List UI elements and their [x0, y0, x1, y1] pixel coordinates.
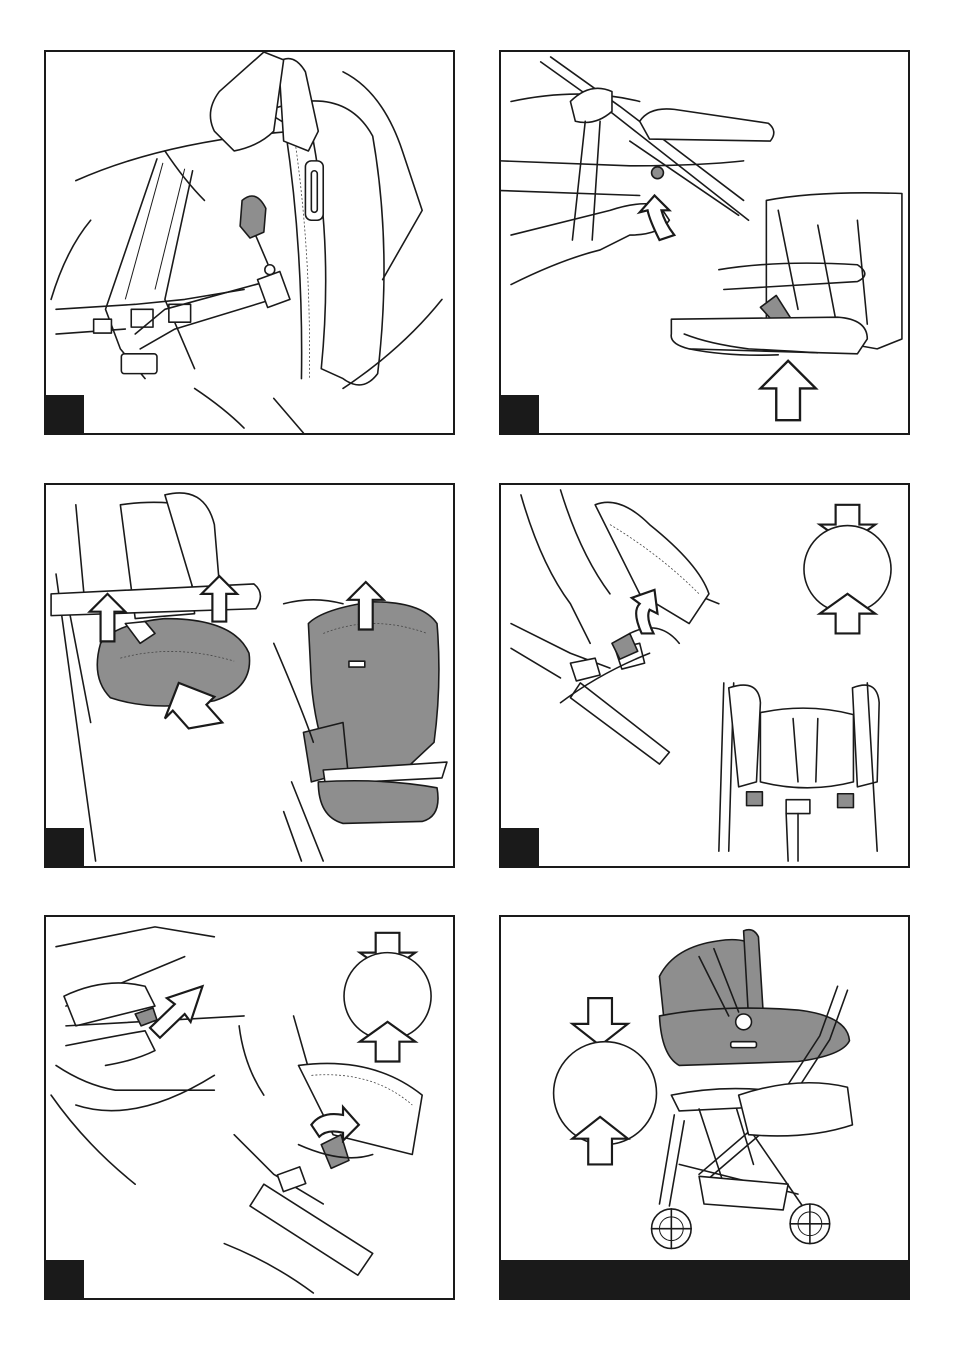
illustration-release-lock: [46, 917, 453, 1298]
panel-step-2: [499, 50, 910, 435]
panel-step-1: [44, 50, 455, 435]
illustration-detach-harness: [501, 485, 908, 866]
step-number-tab: [501, 828, 539, 866]
panel-step-5: [44, 915, 455, 1300]
illustration-release-seat: [501, 52, 908, 433]
step-number-tab: [46, 1260, 84, 1298]
panel-step-3: [44, 483, 455, 868]
step-number-tab: [46, 828, 84, 866]
illustration-carrycot-on-stroller: [501, 917, 908, 1298]
step-number-tab: [46, 395, 84, 433]
panel-step-6: [499, 915, 910, 1300]
panel-step-4: [499, 483, 910, 868]
illustration-remove-seat-cover: [46, 485, 453, 866]
step-number-tab: [501, 395, 539, 433]
illustration-unscrew-armrest: [46, 52, 453, 433]
panel-footer-bar: [501, 1260, 908, 1298]
